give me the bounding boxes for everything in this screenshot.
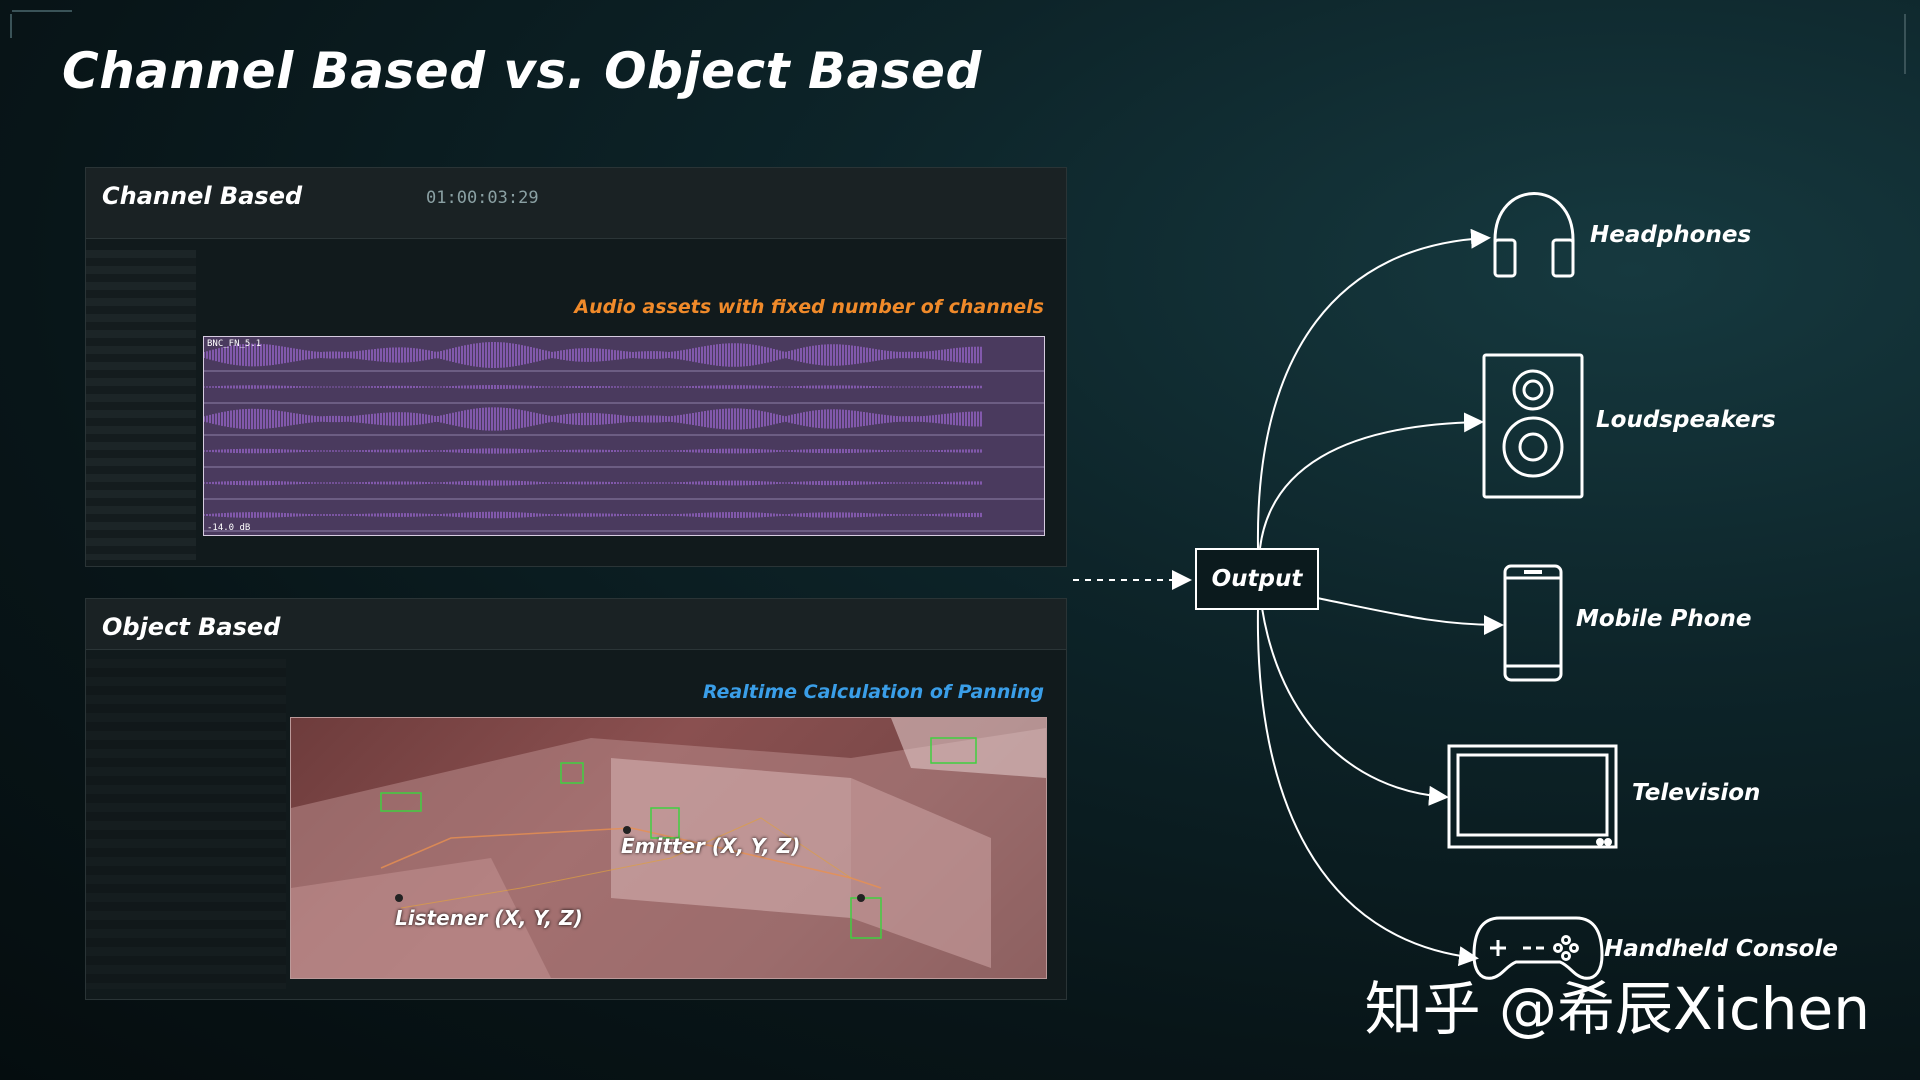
frame-edge-tick: [10, 14, 12, 38]
channel-waveform: [203, 480, 982, 486]
arrow-to-television: [1261, 607, 1449, 806]
clip-name: BNC_FN_5.1: [207, 339, 262, 349]
slide-title: Channel Based vs. Object Based: [62, 42, 982, 100]
device-label-headphones: Headphones: [1590, 222, 1752, 248]
device-label-mobile-phone: Mobile Phone: [1576, 606, 1752, 632]
daw-track-list: [86, 250, 196, 560]
arrow-to-console: [1256, 607, 1479, 967]
channel-waveform: [203, 407, 982, 431]
scene-hierarchy: [86, 659, 286, 989]
daw-toolbar: [86, 168, 1066, 239]
channel-based-panel: 01:00:03:29 Channel Based Audio assets w…: [85, 167, 1067, 567]
device-label-handheld-console: Handheld Console: [1604, 936, 1838, 962]
emitter-label: Emitter (X, Y, Z): [621, 834, 801, 858]
scene-geometry: [291, 718, 1046, 978]
arrow-to-loudspeakers: [1259, 412, 1484, 549]
channel-waveform: [203, 342, 982, 368]
engine-toolbar: [86, 599, 1066, 650]
frame-edge-tick: [1904, 14, 1906, 74]
daw-timecode: 01:00:03:29: [426, 188, 539, 208]
object-annotation: Realtime Calculation of Panning: [702, 681, 1044, 703]
device-label-loudspeakers: Loudspeakers: [1596, 407, 1776, 433]
watermark: 知乎 @希辰Xichen: [1364, 975, 1870, 1043]
channel-annotation: Audio assets with fixed number of channe…: [574, 296, 1044, 318]
object-based-panel: Object Based Realtime Calculation of Pan…: [85, 598, 1067, 1000]
listener-label: Listener (X, Y, Z): [395, 906, 583, 930]
clip-gain-label: -14.0 dB: [207, 523, 251, 533]
output-node: Output: [1195, 548, 1319, 610]
frame-corner-tick: [12, 10, 72, 12]
object-based-label: Object Based: [102, 613, 281, 641]
gamepad-icon: [1472, 916, 1604, 980]
device-label-television: Television: [1632, 780, 1761, 806]
waveform-channels: [203, 342, 1044, 532]
channel-waveform: [203, 511, 982, 519]
channel-waveform: [203, 448, 982, 454]
loudspeaker-icon: [1482, 353, 1584, 499]
arrow-to-headphones: [1256, 228, 1491, 549]
channel-based-label: Channel Based: [102, 182, 303, 210]
waveform-clip: BNC_FN_5.1 -14.0 dB: [203, 336, 1045, 536]
mobile-phone-icon: [1503, 564, 1563, 682]
channel-waveform: [203, 385, 982, 389]
arrow-to-mobile: [1316, 597, 1504, 635]
3d-scene-view: Emitter (X, Y, Z) Listener (X, Y, Z): [290, 717, 1047, 979]
headphones-icon: [1493, 192, 1575, 278]
television-icon: [1447, 744, 1618, 849]
